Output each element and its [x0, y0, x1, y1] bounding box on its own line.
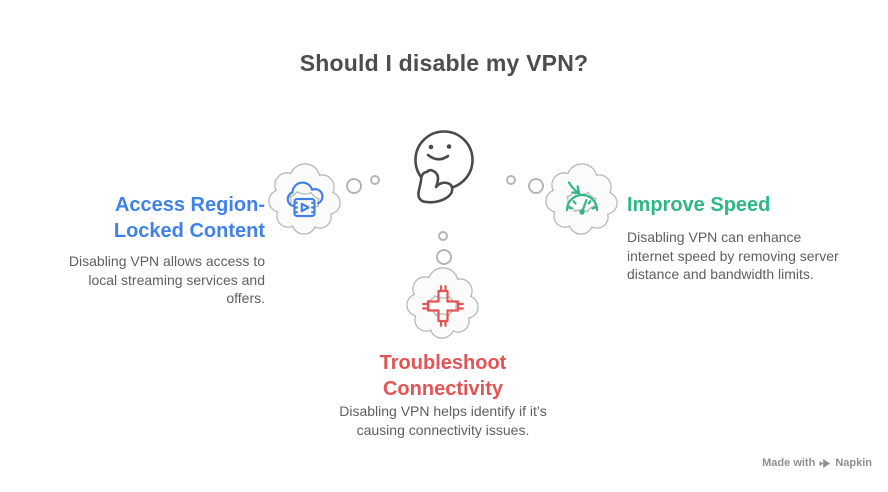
- watermark-brand: Napkin: [835, 457, 872, 469]
- branch-heading-improve-speed: Improve Speed: [627, 194, 771, 216]
- branch-body-access-region-locked-content: Disabling VPN allows access to local str…: [68, 253, 265, 306]
- thought-dot-large: [528, 178, 544, 194]
- watermark-prefix: Made with: [762, 457, 816, 469]
- speedometer-icon: [545, 163, 618, 235]
- branch-body-troubleshoot-connectivity: Disabling VPN helps identify if it’s cau…: [339, 403, 547, 438]
- branch-body-improve-speed: Disabling VPN can enhance internet speed…: [627, 229, 839, 282]
- napkin-logo-icon: [819, 458, 831, 468]
- cloud-video-icon: [268, 163, 341, 235]
- page-title: Should I disable my VPN?: [299, 50, 589, 76]
- branch-heading-troubleshoot-connectivity: Troubleshoot Connectivity: [379, 352, 507, 400]
- thought-dot-small: [438, 231, 448, 241]
- thought-dot-small: [370, 175, 380, 185]
- branch-heading-access-region-locked-content: Access Region-Locked Content: [113, 194, 265, 242]
- network-cross-icon: [406, 267, 479, 339]
- thought-dot-large: [436, 249, 452, 265]
- thought-dot-large: [346, 178, 362, 194]
- watermark: Made with Napkin: [762, 457, 872, 469]
- thinking-face-icon: [414, 130, 474, 204]
- thought-dot-small: [506, 175, 516, 185]
